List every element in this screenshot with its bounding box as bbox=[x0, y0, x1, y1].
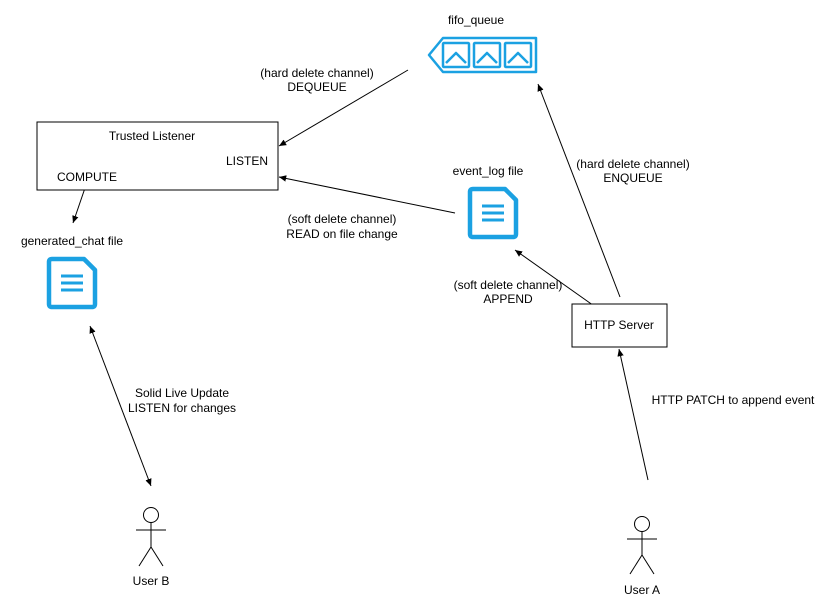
enqueue-edge-label: (hard delete channel) ENQUEUE bbox=[576, 157, 689, 185]
generated-chat-document-icon bbox=[46, 256, 98, 310]
patch-edge-label: HTTP PATCH to append event bbox=[652, 393, 815, 407]
http-server-node: HTTP Server bbox=[571, 303, 668, 348]
read-edge-label: (soft delete channel) READ on file chang… bbox=[286, 212, 398, 241]
enqueue-label-line2: ENQUEUE bbox=[603, 171, 662, 185]
append-edge-label: (soft delete channel) APPEND bbox=[454, 278, 563, 306]
compute-arrow bbox=[72, 187, 86, 224]
user-a-icon bbox=[627, 516, 657, 575]
read-arrow bbox=[278, 175, 456, 214]
trusted-listener-compute-label: COMPUTE bbox=[57, 170, 117, 184]
generated-chat-label: generated_chat file bbox=[21, 234, 123, 248]
live-update-label-line2: LISTEN for changes bbox=[128, 401, 236, 415]
live-update-arrow bbox=[89, 325, 152, 487]
http-server-label: HTTP Server bbox=[584, 318, 654, 332]
dequeue-label-line1: (hard delete channel) bbox=[260, 66, 373, 80]
append-label-line2: APPEND bbox=[483, 292, 533, 306]
append-arrow bbox=[514, 249, 598, 309]
event-log-document-icon bbox=[467, 186, 519, 240]
enqueue-arrow bbox=[537, 83, 621, 298]
enqueue-label-line1: (hard delete channel) bbox=[576, 157, 689, 171]
dequeue-arrow bbox=[278, 69, 409, 147]
read-label-line2: READ on file change bbox=[286, 227, 398, 241]
user-b-label: User B bbox=[133, 574, 170, 588]
read-label-line1: (soft delete channel) bbox=[288, 212, 397, 226]
fifo-queue-label: fifo_queue bbox=[448, 13, 504, 27]
trusted-listener-node: Trusted Listener LISTEN COMPUTE bbox=[36, 121, 279, 191]
event-log-label: event_log file bbox=[453, 164, 524, 178]
live-update-label-line1: Solid Live Update bbox=[135, 386, 229, 400]
dequeue-label-line2: DEQUEUE bbox=[287, 80, 346, 94]
patch-arrow bbox=[617, 348, 649, 481]
queue-icon bbox=[427, 36, 538, 74]
trusted-listener-listen-label: LISTEN bbox=[226, 154, 268, 168]
user-a-label: User A bbox=[624, 583, 660, 597]
user-b-icon bbox=[136, 507, 166, 567]
trusted-listener-title: Trusted Listener bbox=[109, 129, 195, 143]
dequeue-edge-label: (hard delete channel) DEQUEUE bbox=[260, 66, 373, 94]
live-update-edge-label: Solid Live Update LISTEN for changes bbox=[128, 386, 236, 415]
append-label-line1: (soft delete channel) bbox=[454, 278, 563, 292]
